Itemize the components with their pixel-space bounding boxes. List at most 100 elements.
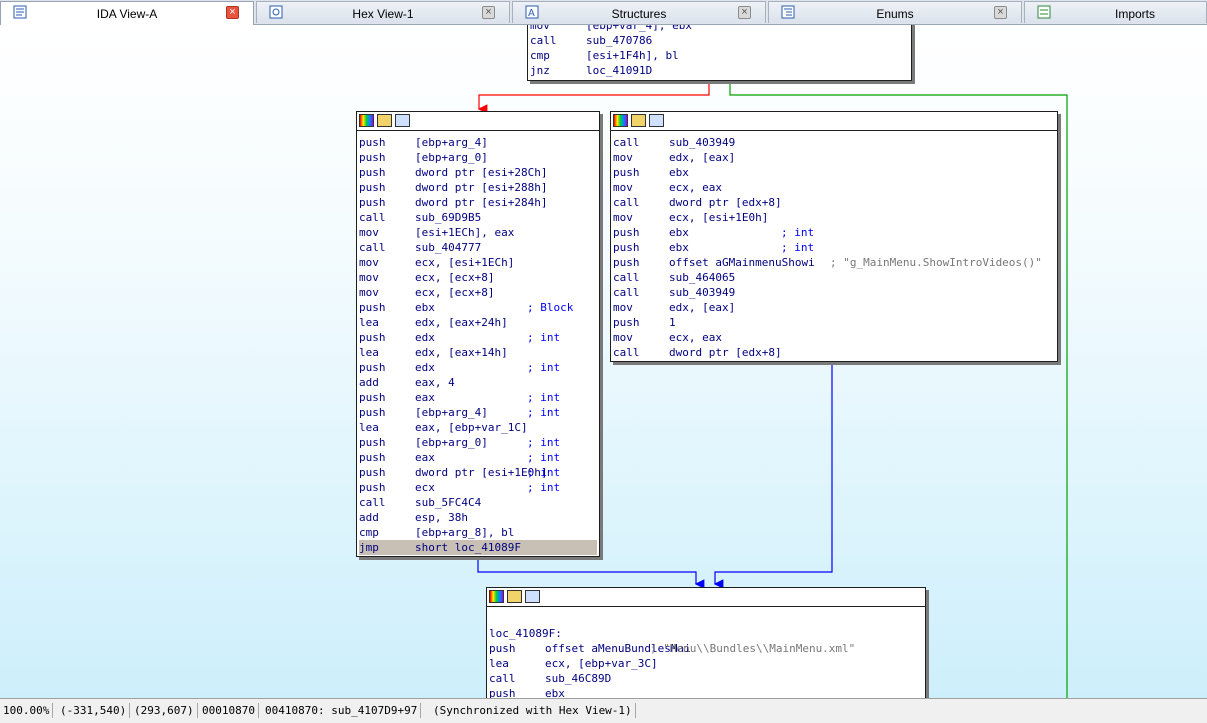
comment: ; int	[527, 466, 561, 479]
graph-icon[interactable]	[649, 114, 664, 127]
tab-structures[interactable]: A Structures ×	[512, 1, 766, 23]
operand: edx	[415, 361, 435, 374]
operand: edx, [eax+24h]	[415, 316, 508, 329]
close-icon[interactable]: ×	[226, 6, 239, 19]
mnemonic: jnz	[530, 64, 550, 77]
mnemonic: push	[613, 241, 640, 254]
edge-true-branch	[729, 81, 1068, 698]
operand: dword ptr [esi+1E0h]	[415, 466, 548, 479]
code-line[interactable]: push [ebp+arg_0]	[359, 150, 597, 165]
mnemonic: call	[359, 496, 386, 509]
tab-enums[interactable]: Enums ×	[768, 1, 1022, 23]
code-line[interactable]: mov[esi+1ECh], eax	[359, 225, 597, 240]
mnemonic: push	[359, 151, 386, 164]
tab-ida-view-a[interactable]: IDA View-A ×	[0, 1, 254, 25]
edit-icon[interactable]	[507, 590, 522, 603]
comment: ; int	[527, 361, 561, 374]
close-icon[interactable]: ×	[482, 6, 495, 19]
operand: ecx, [esi+1E0h]	[669, 211, 769, 224]
code-line[interactable]: cmp[esi+1F4h], bl	[530, 48, 909, 63]
graph-icon[interactable]	[525, 590, 540, 603]
operand: ecx, eax	[669, 331, 722, 344]
mnemonic: mov	[613, 181, 633, 194]
operand: sub_69D9B5	[415, 211, 482, 224]
tab-imports[interactable]: Imports	[1024, 1, 1207, 23]
code-label: loc_41089F:	[489, 627, 562, 640]
color-palette-icon[interactable]	[613, 114, 628, 127]
code-line[interactable]: push[ebp+arg_4]; int	[359, 405, 597, 420]
comment: ; "Menu\\Bundles\\MainMenu.xml"	[650, 642, 856, 655]
mnemonic: cmp	[530, 49, 550, 62]
edit-icon[interactable]	[377, 114, 392, 127]
edit-icon[interactable]	[631, 114, 646, 127]
graph-icon[interactable]	[395, 114, 410, 127]
code-line[interactable]: push[ebp+arg_0]; int	[359, 435, 597, 450]
mnemonic: push	[359, 451, 386, 464]
color-palette-icon[interactable]	[359, 114, 374, 127]
color-palette-icon[interactable]	[489, 590, 504, 603]
status-file-offset: 00010870	[199, 703, 259, 718]
code-line[interactable]: push[ebp+arg_4]	[359, 135, 597, 150]
comment: ; int	[781, 241, 815, 254]
operand: esp, 38h	[415, 511, 468, 524]
mnemonic: push	[359, 481, 386, 494]
operand: [ebp+arg_0]	[415, 151, 488, 164]
tab-hex-view-1[interactable]: Hex View-1 ×	[256, 1, 510, 23]
close-icon[interactable]: ×	[738, 6, 751, 19]
mnemonic: mov	[359, 226, 379, 239]
operand: ecx, [esi+1ECh]	[415, 256, 515, 269]
code-line[interactable]: cmp[ebp+arg_8], bl	[359, 525, 597, 540]
close-icon[interactable]: ×	[994, 6, 1007, 19]
code-line[interactable]: mov[ebp+var_4], ebx	[530, 25, 909, 33]
comment: ; int	[781, 226, 815, 239]
